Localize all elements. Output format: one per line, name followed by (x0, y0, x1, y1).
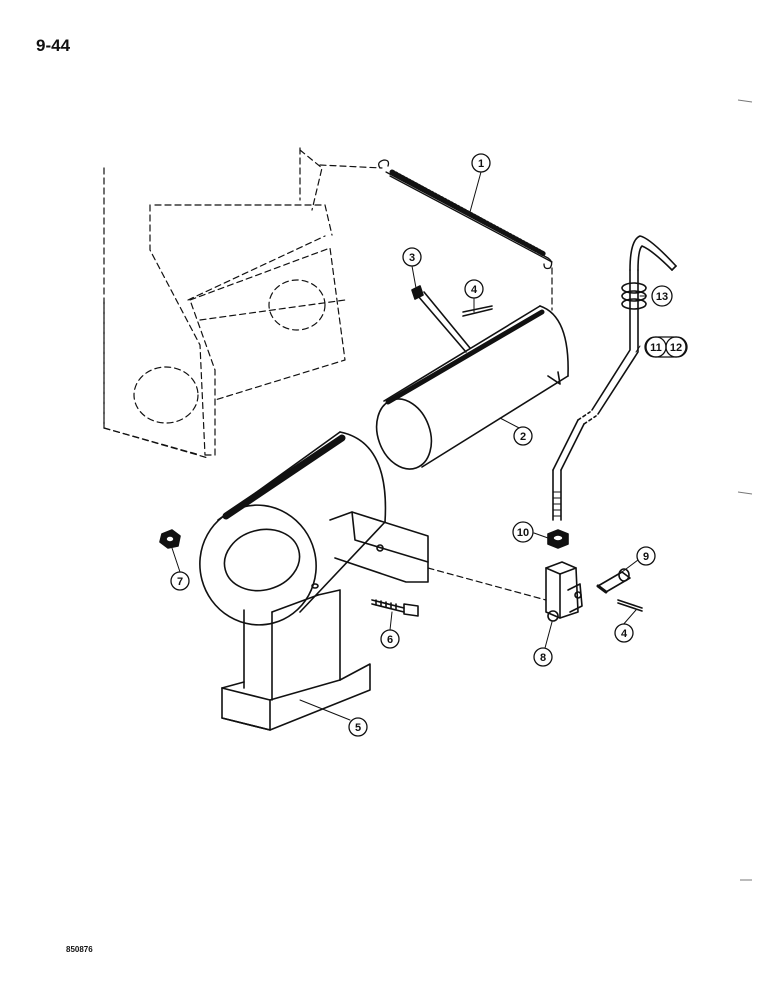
cotter-pin-upper-part (462, 305, 493, 317)
callout-13: 13 (651, 285, 673, 307)
clevis-pin-part (596, 568, 631, 594)
svg-text:11: 11 (650, 342, 662, 354)
support-bracket-part (199, 431, 429, 731)
svg-text:13: 13 (656, 291, 668, 303)
callout-4-upper: 4 (464, 279, 484, 299)
callout-5: 5 (348, 717, 368, 737)
callout-8: 8 (533, 647, 553, 667)
leader-lines (171, 171, 647, 721)
clevis-part (545, 561, 583, 622)
callout-1: 1 (471, 153, 491, 173)
svg-text:5: 5 (355, 722, 361, 734)
svg-text:9: 9 (643, 551, 649, 563)
callout-6: 6 (380, 629, 400, 649)
cylinder-sleeve-part (375, 305, 569, 470)
figure-code: 850876 (66, 945, 93, 954)
svg-text:8: 8 (540, 652, 546, 664)
callout-7: 7 (170, 571, 190, 591)
callout-4-lower: 4 (614, 623, 634, 643)
spring-part (378, 159, 553, 270)
jam-nut-part (547, 529, 569, 549)
svg-text:2: 2 (520, 431, 526, 443)
svg-text:4: 4 (621, 628, 628, 640)
pin-part (411, 285, 471, 353)
edge-marks (737, 99, 753, 881)
callout-9: 9 (636, 546, 656, 566)
cotter-pin-lower-part (617, 599, 643, 612)
svg-text:3: 3 (409, 252, 415, 264)
svg-text:12: 12 (670, 342, 682, 354)
svg-text:4: 4 (471, 284, 478, 296)
machine-frame-outline (103, 147, 553, 601)
svg-text:1: 1 (478, 158, 484, 170)
callout-2: 2 (513, 426, 533, 446)
nut-part (159, 529, 181, 549)
callouts: 1 2 3 4 4 5 6 7 (170, 153, 688, 737)
bolt-part (371, 599, 419, 617)
callout-10: 10 (512, 521, 534, 543)
svg-text:7: 7 (177, 576, 183, 588)
svg-text:10: 10 (517, 527, 529, 539)
page-number: 9-44 (36, 36, 71, 55)
callout-11-12: 11 12 (644, 336, 688, 358)
svg-text:6: 6 (387, 634, 393, 646)
rod-part (552, 235, 677, 521)
callout-3: 3 (402, 247, 422, 267)
